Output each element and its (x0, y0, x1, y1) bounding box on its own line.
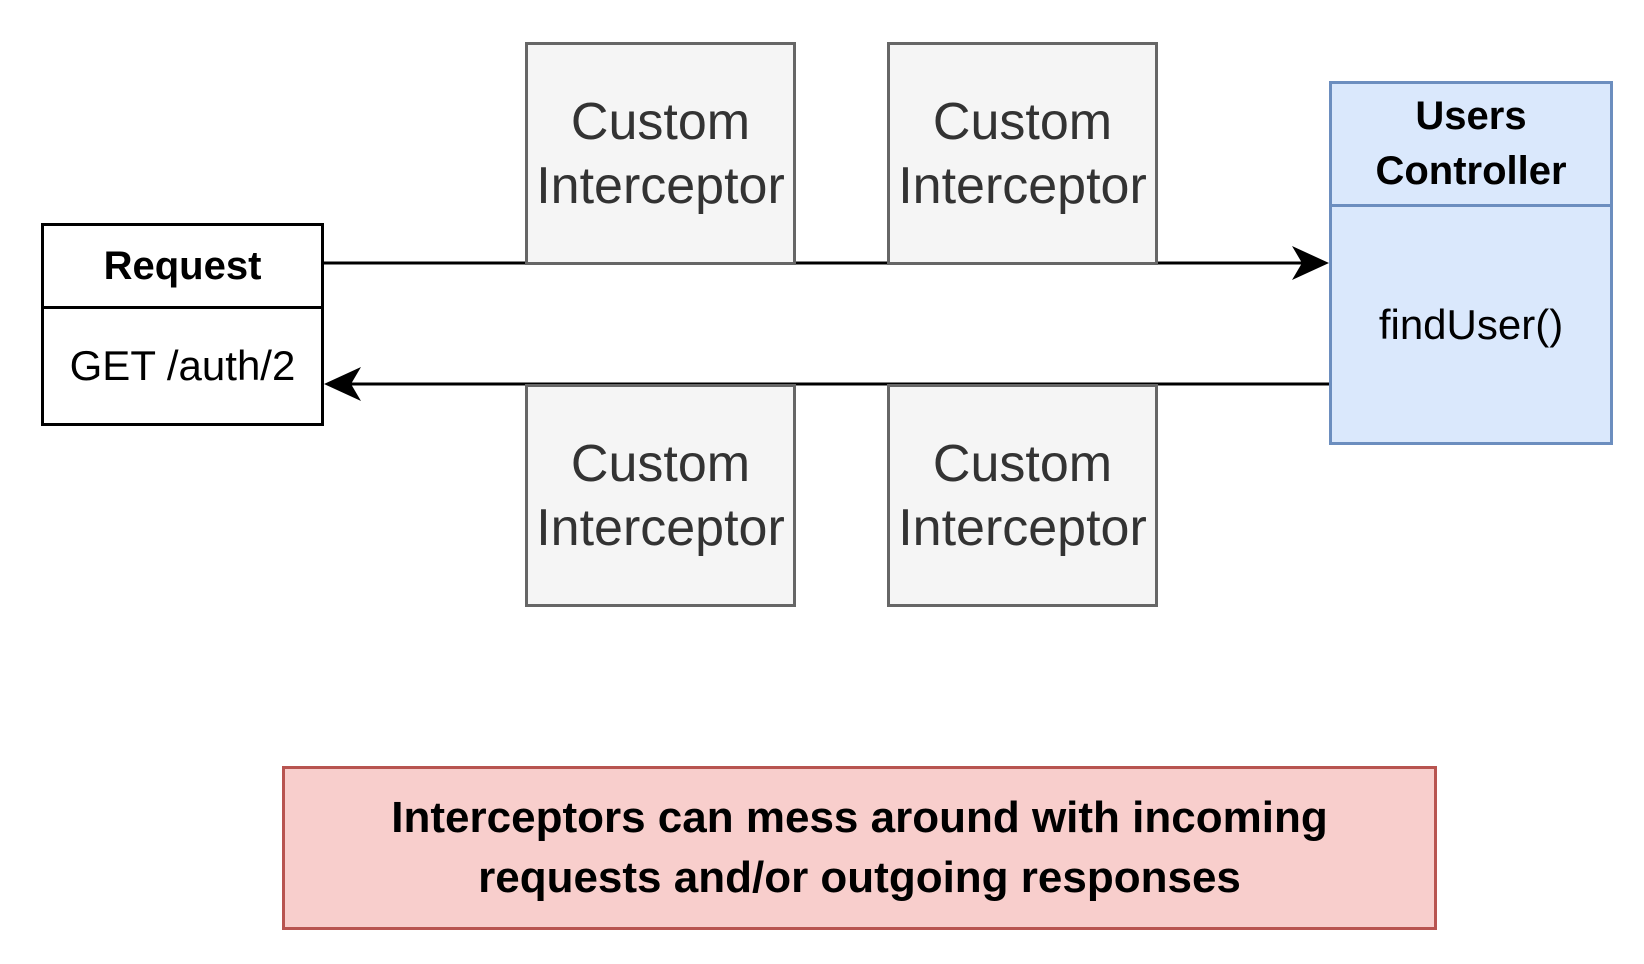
request-method-path: GET /auth/2 (69, 342, 296, 389)
request-to-controller-arrowhead (1292, 246, 1329, 280)
interceptor-label-line1: Custom (932, 434, 1113, 493)
controller-title-line1: Users (1415, 94, 1527, 138)
interceptor-label-line1: Custom (570, 92, 751, 151)
explanation-note: Interceptors can mess around with incomi… (282, 766, 1437, 930)
interceptor-label-line1: Custom (932, 92, 1113, 151)
note-line1: Interceptors can mess around with incomi… (391, 793, 1328, 842)
controller-to-request-arrowhead (324, 367, 361, 401)
note-line2: requests and/or outgoing responses (478, 853, 1241, 902)
incoming-interceptor-1: Custom Interceptor (525, 42, 796, 265)
interceptor-label-line2: Interceptor (898, 498, 1147, 557)
controller-method: findUser() (1378, 300, 1564, 348)
outgoing-interceptor-1: Custom Interceptor (525, 384, 796, 607)
users-controller-box: Users Controller findUser() (1329, 81, 1613, 445)
interceptor-label-line2: Interceptor (898, 156, 1147, 215)
interceptor-label-line2: Interceptor (536, 498, 785, 557)
request-title: Request (44, 226, 321, 309)
outgoing-interceptor-2: Custom Interceptor (887, 384, 1158, 607)
incoming-interceptor-2: Custom Interceptor (887, 42, 1158, 265)
controller-title: Users Controller (1332, 84, 1610, 207)
controller-title-line2: Controller (1375, 149, 1567, 193)
interceptor-label-line2: Interceptor (536, 156, 785, 215)
request-box: Request GET /auth/2 (41, 223, 324, 426)
interceptor-label-line1: Custom (570, 434, 751, 493)
